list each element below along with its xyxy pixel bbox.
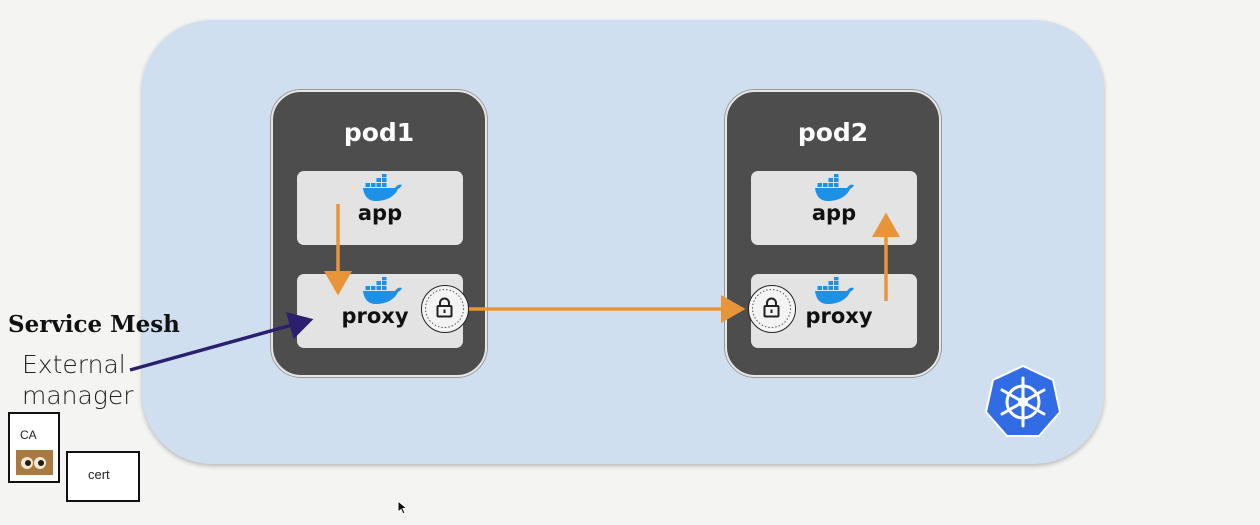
- pod-2-app-label: app: [811, 201, 857, 225]
- pod-1: pod1 app proxy: [271, 90, 487, 377]
- pod-1-proxy-label: proxy: [341, 304, 409, 328]
- docker-whale-icon: [363, 174, 402, 201]
- pod-2-proxy-label: proxy: [805, 304, 873, 328]
- pod-1-app-container: app: [297, 171, 463, 245]
- external-manager-line1: External: [22, 350, 126, 379]
- kubernetes-helm-icon: [985, 364, 1061, 437]
- ca-image-icon: [16, 450, 53, 475]
- manager-to-proxy-arrow: [129, 312, 314, 372]
- pod-2-lock-icon: [748, 285, 796, 333]
- pod-1-app-label: app: [357, 201, 403, 225]
- external-manager-line2: manager: [22, 381, 134, 410]
- service-mesh-title: Service Mesh: [8, 311, 180, 338]
- docker-whale-icon: [815, 174, 854, 201]
- docker-whale-icon: [815, 277, 854, 304]
- ca-document: CA: [8, 412, 60, 483]
- external-manager-label: External manager: [22, 349, 134, 411]
- cert-label: cert: [88, 467, 110, 482]
- ca-label: CA: [20, 428, 37, 442]
- mouse-cursor-icon: [397, 500, 409, 515]
- pod-1-lock-icon: [421, 285, 469, 333]
- docker-whale-icon: [363, 277, 402, 304]
- pod-2-title: pod2: [797, 118, 869, 147]
- pod-1-title: pod1: [343, 118, 415, 147]
- cert-document: cert: [66, 451, 140, 502]
